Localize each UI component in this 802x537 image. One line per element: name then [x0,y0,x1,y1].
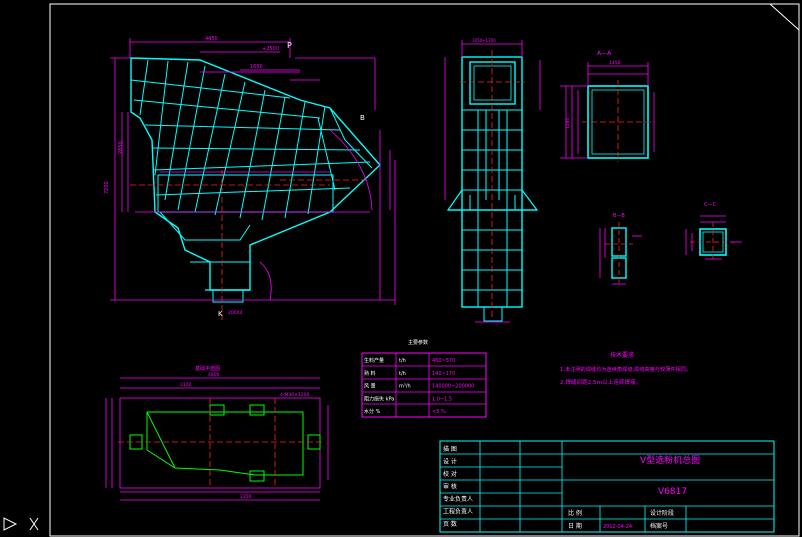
dim-top-a: +2500 [262,46,279,52]
param-table-heading: 主要参数 [408,339,428,346]
date-value: 2012-04-24 [603,524,632,530]
dim-top-total: 4450 [205,36,218,42]
dim-left-mid: 2850 [118,141,124,154]
param-unit: t/h [399,358,406,364]
scale-label: 比 例 [568,509,582,517]
dim-plan-b: 2250 [240,494,252,500]
design-stage-label: 设计阶段 [650,509,674,517]
drawing-border [49,3,800,537]
title-block-row-label: 专业负责人 [443,495,473,503]
section-bb: B—B [599,213,642,285]
plan-note: 4-M36×1200 [280,392,309,398]
label-p: P [287,41,292,50]
ucs-cross-icon [3,517,39,531]
title-block-row-label: 工程负责人 [443,508,473,516]
side-view: 1050+1700 [444,38,541,323]
param-value: 1.0~1.5 [432,396,452,402]
section-bb-label: B—B [613,213,625,219]
section-aa: A—A 1450 1280 [560,50,655,162]
dim-top-b: 1650 [250,64,263,70]
dim-plan-w: 4800 [208,372,220,378]
drawing-number: V6817 [658,487,687,497]
section-aa-label: A—A [597,50,612,57]
section-cc-label: C—C [704,202,716,208]
title-block-row-label: 设 计 [443,458,457,466]
tech-note-1: 1.未注明的焊缝均为连续角焊缝,焊缝高度与较薄件相同。 [560,365,691,373]
param-value: 140000~200000 [432,384,474,390]
date-label: 日 期 [568,522,582,530]
tech-note-2: 2.焊缝间距2.5m以上连续焊接。 [560,378,641,386]
doc-no-label: 档案号 [650,522,668,530]
dim-plan-a: 2100 [180,382,192,388]
param-name: 水分 % [364,408,381,415]
param-value: 460~570 [432,358,455,364]
dim-side-top: 1050+1700 [472,38,496,43]
label-b: B [360,114,365,122]
param-unit: m³/h [399,384,411,390]
param-name: 阻力损失 kPa [364,395,394,402]
title-block-row-label: 审 核 [443,483,457,491]
param-value: 140~170 [432,371,455,377]
param-name: 风 量 [364,383,376,390]
tech-notes-heading: 技术要求 [610,351,634,359]
dim-aa-h: 1280 [565,117,571,129]
title-block-row-label: 校 对 [443,470,457,478]
border-top-right-mark [769,3,800,31]
dim-bottom-left: 200X4 [228,310,243,316]
param-name: 熟 料 [364,370,376,377]
tech-notes: 技术要求 1.未注明的焊缝均为连续角焊缝,焊缝高度与较薄件相同。 2.焊缝间距2… [560,351,691,386]
drawing-title: V型选粉机总图 [640,454,700,466]
dim-aa-w: 1450 [609,60,621,66]
label-k: K [218,310,223,318]
section-cc: C—C [685,202,742,262]
front-view: 4450 +2500 1650 7200 2850 200X4 P B K [104,36,396,320]
param-value: <5 % [432,409,446,415]
plan-view-heading: 基础平面图 [195,365,220,372]
title-block-row-label: 页 数 [443,520,457,528]
param-table: 主要参数 生料产量 t/h 460~570 熟 料 t/h 140~170 风 量 m³/h 1… [361,339,487,418]
plan-view: 基础平面图 4800 2100 2250 4-M36×1200 [105,365,329,501]
param-unit: t/h [399,371,406,377]
title-block-row-label: 描 图 [443,445,457,453]
dim-left-height: 7200 [104,181,110,194]
param-name: 生料产量 [364,357,384,364]
